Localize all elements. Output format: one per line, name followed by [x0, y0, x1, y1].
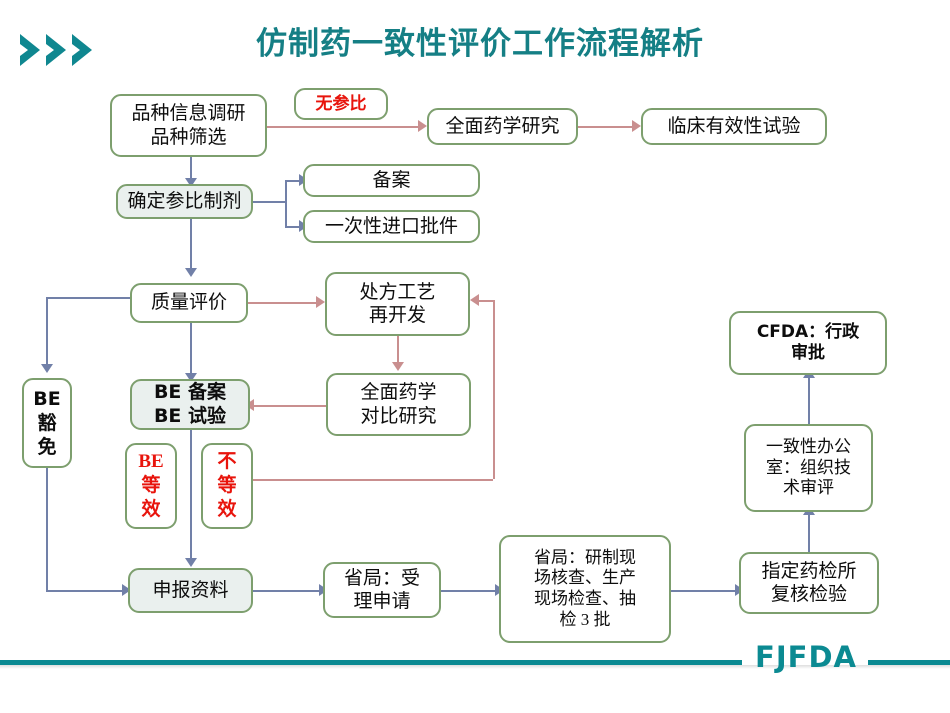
- node-variety-research[interactable]: 品种信息调研 品种筛选: [110, 94, 267, 157]
- arrowhead-variety-to-confirm: [185, 178, 197, 187]
- footer-org-label: FJFDA: [755, 640, 857, 674]
- node-submission-materials[interactable]: 申报资料: [128, 568, 253, 613]
- node-import-permit[interactable]: 一次性进口批件: [303, 210, 480, 243]
- node-clinical-trial[interactable]: 临床有效性试验: [641, 108, 827, 145]
- edge-befiling-to-submission: [190, 430, 192, 564]
- arrowhead-quality-to-befiling: [185, 373, 197, 382]
- edge-confirm-stub: [253, 201, 285, 203]
- edge-retest-to-office: [808, 512, 810, 552]
- node-provincial-inspection[interactable]: 省局：研制现 场核查、生产 现场检查、抽 检 3 批: [499, 535, 671, 643]
- edge-confirm-to-import: [285, 226, 303, 228]
- arrowhead-befiling-to-submission: [185, 558, 197, 567]
- edge-office-to-cfda: [808, 375, 810, 424]
- node-quality-evaluation[interactable]: 质量评价: [130, 283, 248, 323]
- node-no-reference[interactable]: 无参比: [294, 88, 388, 120]
- edge-quality-to-waiver-h: [46, 297, 134, 299]
- node-consistency-office[interactable]: 一致性办公 室：组织技 术审评: [744, 424, 873, 512]
- edge-submission-to-accept: [253, 590, 323, 592]
- footer-rule-left: [0, 660, 742, 665]
- triple-chevron-icon: [18, 30, 104, 70]
- edge-confirm-split: [285, 180, 287, 226]
- edge-confirm-to-filing: [285, 180, 303, 182]
- edge-accept-to-inspect: [441, 590, 499, 592]
- arrowhead-variety-to-pharm: [418, 120, 427, 132]
- edge-variety-to-pharm: [267, 126, 422, 128]
- arrowhead-notequiv-to-formula: [470, 294, 479, 306]
- edge-waiver-to-submission-h: [46, 590, 128, 592]
- footer-rule-right: [868, 660, 950, 665]
- node-formula-redevelopment[interactable]: 处方工艺 再开发: [325, 272, 470, 336]
- node-be-not-equivalent[interactable]: 不 等 效: [201, 443, 253, 529]
- page-title: 仿制药一致性评价工作流程解析: [256, 26, 704, 62]
- node-full-pharm-study[interactable]: 全面药学研究: [427, 108, 578, 145]
- edge-quality-to-waiver-v: [46, 297, 48, 369]
- arrowhead-quality-to-formula: [316, 296, 325, 308]
- node-pharm-comparison[interactable]: 全面药学 对比研究: [326, 373, 471, 436]
- arrowhead-pharm-to-clinical: [632, 120, 641, 132]
- edge-compare-to-befiling: [250, 405, 326, 407]
- edge-waiver-to-submission-v: [46, 449, 48, 590]
- node-filing[interactable]: 备案: [303, 164, 480, 197]
- arrowhead-formula-to-compare: [392, 362, 404, 371]
- arrowhead-quality-to-waiver: [41, 364, 53, 373]
- arrowhead-waiver-to-submission: [122, 584, 131, 596]
- edge-confirm-to-quality: [190, 218, 192, 274]
- node-drug-retest[interactable]: 指定药检所 复核检验: [739, 552, 879, 614]
- arrowhead-confirm-to-quality: [185, 268, 197, 277]
- edge-notequiv-v: [493, 300, 495, 479]
- node-cfda-approval[interactable]: CFDA：行政 审批: [729, 311, 887, 375]
- edge-inspect-to-retest: [671, 590, 739, 592]
- node-be-filing-trial[interactable]: BE 备案 BE 试验: [130, 379, 250, 430]
- edge-quality-to-formula: [248, 302, 320, 304]
- node-confirm-reference[interactable]: 确定参比制剂: [116, 184, 253, 219]
- node-be-equivalent[interactable]: BE 等 效: [125, 443, 177, 529]
- edge-pharm-to-clinical: [578, 126, 636, 128]
- edge-variety-to-confirm: [190, 157, 192, 185]
- node-provincial-acceptance[interactable]: 省局：受 理申请: [323, 562, 441, 618]
- footer-shadow: [0, 665, 950, 669]
- node-be-waiver[interactable]: BE 豁 免: [22, 378, 72, 468]
- edge-formula-to-compare: [397, 336, 399, 368]
- edge-notequiv-to-formula: [476, 300, 495, 302]
- edge-notequiv-h: [253, 479, 493, 481]
- edge-quality-to-befiling: [190, 323, 192, 379]
